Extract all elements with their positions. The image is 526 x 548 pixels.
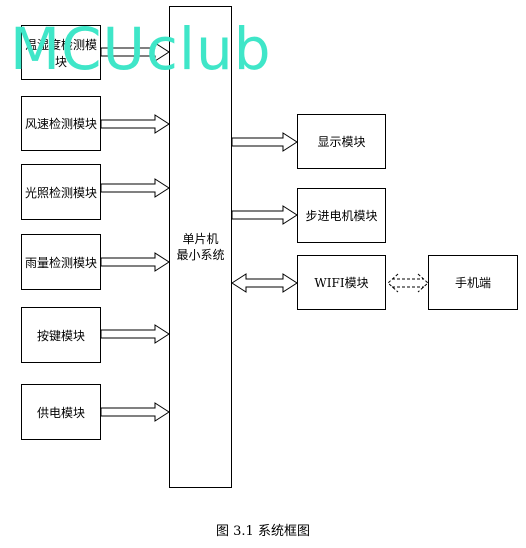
watermark: MCUclub: [10, 20, 272, 78]
arrow-light: [100, 178, 170, 198]
rain-module: 雨量检测模块: [21, 234, 101, 290]
key-module: 按键模块: [21, 307, 101, 363]
wifi-module: WIFI模块: [297, 255, 386, 310]
wifi-module-label: WIFI模块: [314, 276, 369, 290]
arrow-humidity: [100, 42, 170, 62]
arrow-power: [100, 402, 170, 422]
arrow-display: [231, 132, 298, 152]
arrow-wind: [100, 114, 170, 134]
mcu-block-line2: 最小系统: [176, 248, 225, 262]
wind-module-label: 风速检测模块: [24, 117, 97, 131]
phone-module-label: 手机端: [454, 276, 491, 290]
key-module-label: 按键模块: [36, 328, 85, 343]
display-module: 显示模块: [297, 114, 386, 169]
stepper-module-label: 步进电机模块: [305, 209, 378, 223]
stepper-module: 步进电机模块: [297, 188, 386, 243]
humidity-module: 温湿度检测模块: [21, 25, 101, 80]
wind-module: 风速检测模块: [21, 96, 101, 151]
power-module-label: 供电模块: [36, 405, 85, 420]
mcu-block-line1: 单片机: [182, 232, 219, 246]
arrow-rain: [100, 252, 170, 272]
arrow-wifi: [231, 273, 298, 293]
humidity-module-label: 温湿度检测模块: [24, 37, 97, 69]
watermark-text: MCUclub: [10, 15, 272, 83]
rain-module-label: 雨量检测模块: [24, 255, 97, 270]
arrow-stepper: [231, 205, 298, 225]
arrow-wireless: [387, 273, 429, 293]
light-module-label: 光照检测模块: [24, 185, 97, 200]
light-module: 光照检测模块: [21, 164, 101, 220]
mcu-block: 单片机 最小系统: [169, 6, 232, 488]
display-module-label: 显示模块: [317, 135, 366, 149]
arrow-key: [100, 324, 170, 344]
phone-module: 手机端: [428, 255, 518, 310]
power-module: 供电模块: [21, 384, 101, 440]
figure-caption: 图 3.1 系统框图: [216, 524, 310, 539]
